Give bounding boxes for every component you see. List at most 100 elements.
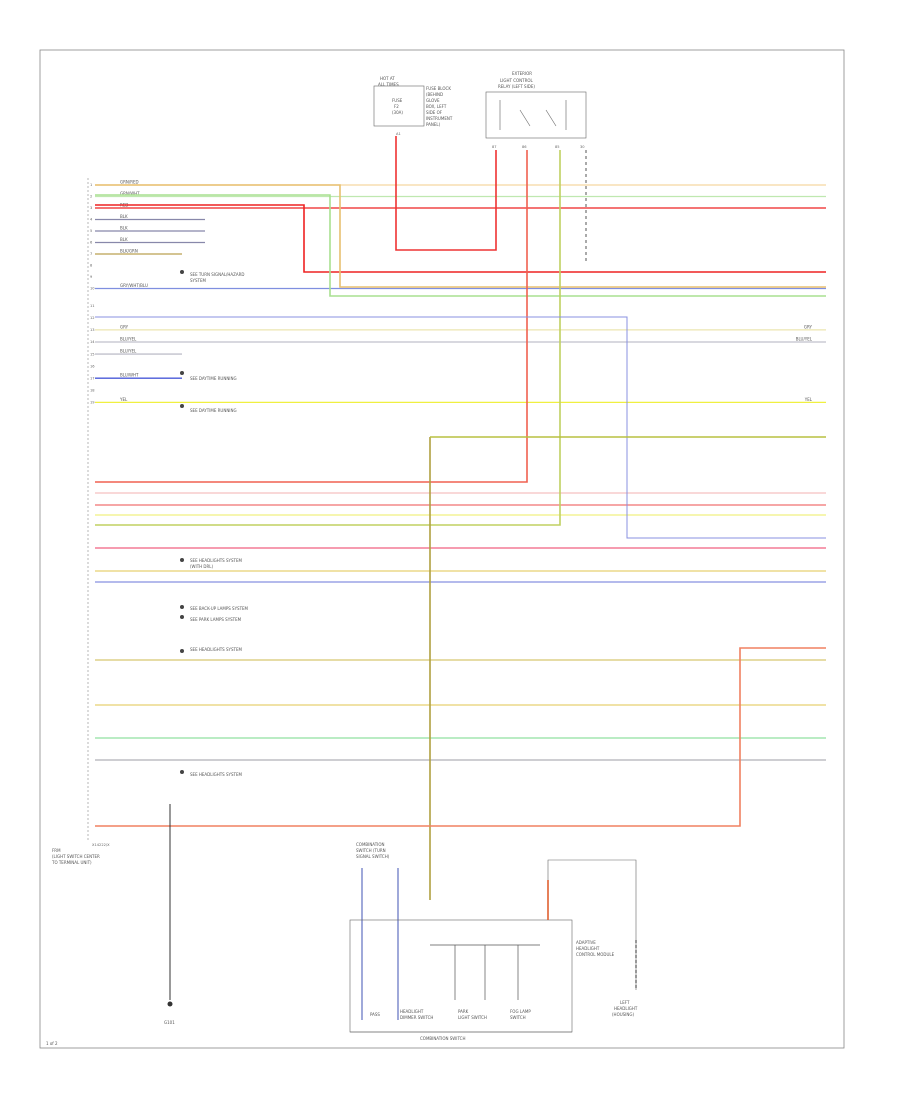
wire-color-label: BLU/YEL	[120, 336, 137, 341]
svg-text:SYSTEM: SYSTEM	[190, 278, 206, 283]
svg-text:TO TERMINAL UNIT): TO TERMINAL UNIT)	[51, 860, 92, 865]
wire-grn-1	[95, 184, 826, 288]
svg-text:SEE DAYTIME RUNNING: SEE DAYTIME RUNNING	[190, 376, 237, 381]
ground-symbol: G101	[164, 1001, 175, 1025]
pin-number: 7	[90, 252, 92, 256]
svg-text:30: 30	[580, 145, 585, 149]
svg-text:87: 87	[492, 145, 497, 149]
svg-text:HOT AT: HOT AT	[380, 76, 395, 81]
svg-text:86: 86	[522, 145, 527, 149]
wire-orange-relay	[95, 150, 528, 483]
combination-switch: COMBINATION SWITCH (TURN SIGNAL SWITCH) …	[349, 842, 573, 1041]
svg-text:A1: A1	[396, 132, 401, 136]
wire-orange-bottom	[95, 647, 826, 827]
svg-text:PARK: PARK	[458, 1009, 469, 1014]
diagram-frame	[39, 49, 845, 1049]
page-number: 1 of 2	[46, 1041, 58, 1046]
module-label: FRM (LIGHT SWITCH CENTER TO TERMINAL UNI…	[51, 843, 110, 865]
svg-text:RELAY (LEFT SIDE): RELAY (LEFT SIDE)	[498, 84, 535, 89]
wire-color-label: GRN/WHT	[120, 191, 140, 196]
wire-color-label: BLK/GRN	[120, 249, 138, 254]
svg-text:HEADLIGHT: HEADLIGHT	[614, 1006, 638, 1011]
svg-text:FRM: FRM	[52, 848, 61, 853]
adaptive-headlight-module: ADAPTIVE HEADLIGHT CONTROL MODULE LEFT H…	[547, 859, 638, 1017]
svg-text:BOX, LEFT: BOX, LEFT	[426, 104, 447, 109]
pin-number: 17	[90, 376, 95, 380]
svg-text:(HOUSING): (HOUSING)	[612, 1012, 634, 1017]
svg-text:F2: F2	[394, 104, 399, 109]
svg-text:ADAPTIVE: ADAPTIVE	[576, 940, 596, 945]
pin-number: 10	[90, 287, 95, 291]
pin-number: 18	[90, 388, 95, 392]
svg-text:SIGNAL SWITCH): SIGNAL SWITCH)	[356, 854, 390, 859]
svg-text:COMBINATION SWITCH: COMBINATION SWITCH	[420, 1036, 465, 1041]
wire-grn-2	[95, 194, 826, 297]
exterior-light-relay: EXTERIOR LIGHT CONTROL RELAY (LEFT SIDE)…	[485, 71, 587, 149]
pin-number: 14	[90, 340, 95, 344]
svg-text:LEFT: LEFT	[620, 1000, 630, 1005]
svg-text:FUSE BLOCK: FUSE BLOCK	[426, 86, 451, 91]
pin-number: 1	[90, 183, 92, 187]
svg-text:EXTERIOR: EXTERIOR	[512, 71, 532, 76]
svg-text:PASS: PASS	[370, 1012, 380, 1017]
svg-text:SEE DAYTIME RUNNING: SEE DAYTIME RUNNING	[190, 408, 237, 413]
cross-wires	[95, 136, 826, 1000]
system-notes: SEE TURN SIGNAL/HAZARD SYSTEM SEE DAYTIM…	[180, 270, 249, 777]
svg-text:LIGHT CONTROL: LIGHT CONTROL	[500, 78, 534, 83]
svg-text:FOG LAMP: FOG LAMP	[510, 1009, 531, 1014]
pin-number: 5	[90, 229, 92, 233]
wire-blue-long	[95, 316, 826, 539]
svg-text:PANEL): PANEL)	[426, 122, 441, 127]
svg-text:HEADLIGHT: HEADLIGHT	[400, 1009, 424, 1014]
wire-red-main	[95, 204, 826, 273]
svg-text:(30A): (30A)	[392, 110, 403, 115]
wire-rows: 1GRN/RED2GRN/WHT3RED4BLK5BLK6BLK7BLK/GRN…	[90, 180, 826, 761]
svg-text:SEE TURN SIGNAL/HAZARD: SEE TURN SIGNAL/HAZARD	[190, 272, 244, 277]
svg-text:G101: G101	[164, 1020, 175, 1025]
svg-text:SIDE OF: SIDE OF	[426, 110, 443, 115]
wire-color-label: GRY/WHT/BLU	[120, 283, 148, 288]
pin-number: 16	[90, 364, 95, 368]
wire-yelgrn-relay	[95, 150, 561, 526]
wire-color-label: GRY	[120, 324, 129, 329]
pin-number: 12	[90, 316, 95, 320]
svg-text:FUSE: FUSE	[392, 98, 403, 103]
svg-text:SWITCH: SWITCH	[510, 1015, 526, 1020]
wire-color-label: YEL	[119, 397, 128, 402]
wire-color-label: GRN/RED	[120, 180, 139, 185]
pin-number: 13	[90, 328, 95, 332]
svg-text:LIGHT SWITCH: LIGHT SWITCH	[458, 1015, 487, 1020]
svg-text:GLOVE: GLOVE	[426, 98, 440, 103]
pin-number: 11	[90, 304, 95, 308]
svg-text:CONTROL MODULE: CONTROL MODULE	[576, 952, 615, 957]
wire-color-label-right: GRY	[804, 324, 813, 329]
wire-color-label: BLU/WHT	[120, 373, 139, 378]
svg-text:SWITCH (TURN: SWITCH (TURN	[356, 848, 386, 853]
svg-text:SEE PARK LAMPS SYSTEM: SEE PARK LAMPS SYSTEM	[190, 617, 242, 622]
svg-text:X14222/X: X14222/X	[92, 843, 110, 847]
pin-number: 2	[90, 195, 92, 199]
svg-text:(BEHIND: (BEHIND	[426, 92, 443, 97]
svg-text:INSTRUMENT: INSTRUMENT	[426, 116, 453, 121]
top-fuse-block: HOT AT ALL TIMES FUSE F2 (30A) FUSE BLOC…	[373, 76, 453, 136]
wire-color-label: BLK	[120, 214, 128, 219]
svg-text:SEE HEADLIGHTS SYSTEM: SEE HEADLIGHTS SYSTEM	[190, 772, 242, 777]
wire-color-label: BLU/YEL	[120, 349, 137, 354]
svg-text:SEE HEADLIGHTS SYSTEM: SEE HEADLIGHTS SYSTEM	[190, 647, 242, 652]
pin-number: 9	[90, 275, 93, 279]
wire-color-label-right: YEL	[804, 397, 813, 402]
svg-text:85: 85	[555, 145, 560, 149]
wire-color-label-right: BLU/YEL	[796, 336, 813, 341]
wire-red-power	[395, 136, 497, 251]
pin-number: 4	[90, 218, 93, 222]
svg-text:COMBINATION: COMBINATION	[356, 842, 385, 847]
wire-color-label: BLK	[120, 226, 128, 231]
pin-number: 3	[90, 206, 92, 210]
svg-text:DIMMER SWITCH: DIMMER SWITCH	[400, 1015, 433, 1020]
pin-number: 19	[90, 401, 95, 405]
svg-text:ALL TIMES: ALL TIMES	[378, 82, 399, 87]
pin-number: 15	[90, 352, 95, 356]
svg-text:SEE BACK-UP LAMPS SYSTEM: SEE BACK-UP LAMPS SYSTEM	[190, 606, 249, 611]
pin-number: 8	[90, 264, 93, 268]
